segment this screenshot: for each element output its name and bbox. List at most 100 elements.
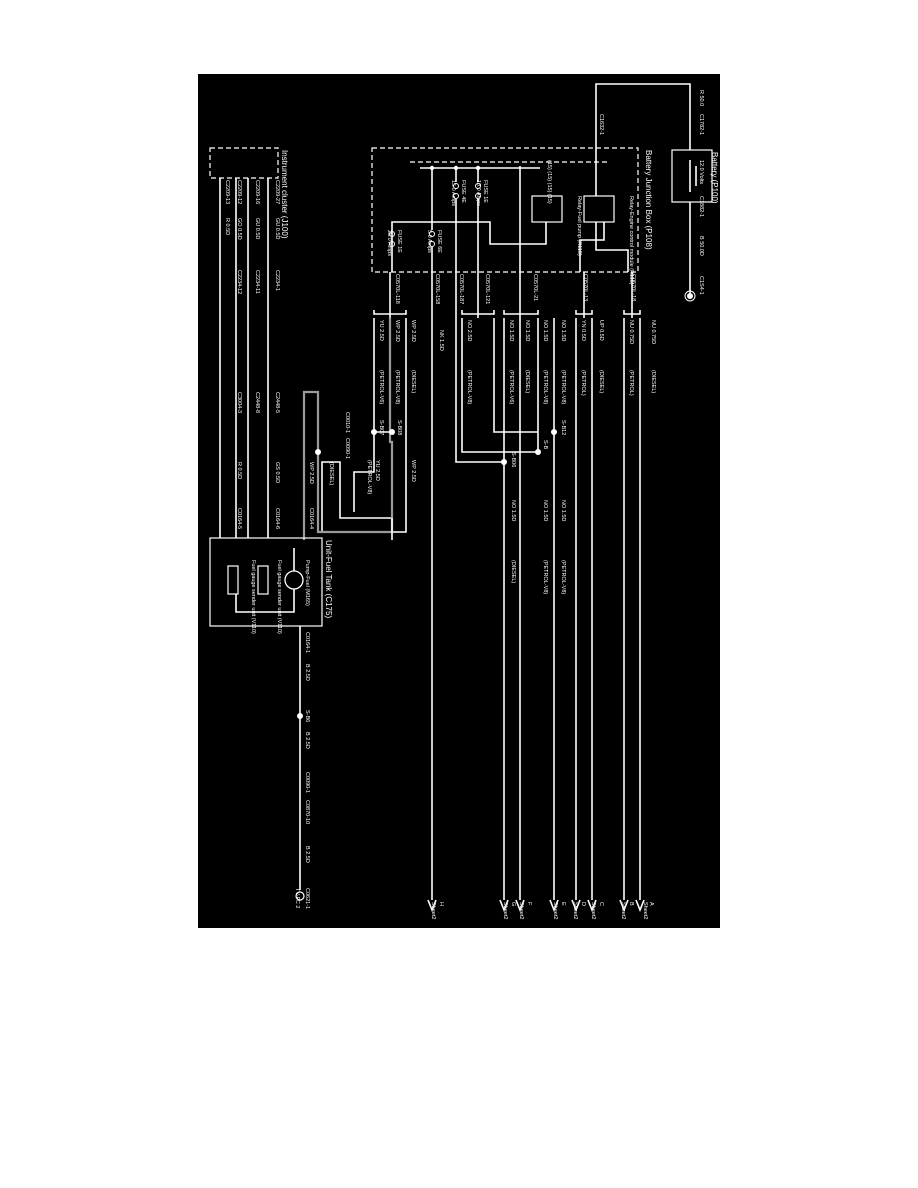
fuse-icon: FUSE 6E 5.0 Amps (426, 168, 442, 272)
ground-icon (295, 891, 305, 901)
svg-text:Pump-Fuel (M165): Pump-Fuel (M165) (304, 560, 310, 606)
svg-text:(PETROL-V8): (PETROL-V8) (560, 370, 566, 404)
svg-text:Sheet2: Sheet2 (518, 902, 524, 919)
svg-text:(PETROL-V8): (PETROL-V8) (560, 560, 566, 594)
svg-text:Sheet2: Sheet2 (572, 902, 578, 919)
svg-text:WP 2.5D: WP 2.5D (410, 320, 416, 342)
svg-text:C2448-5: C2448-5 (274, 392, 280, 413)
svg-text:B 2.5D: B 2.5D (304, 732, 310, 749)
svg-text:NU 0.75D: NU 0.75D (628, 320, 634, 344)
svg-text:C0621-1: C0621-1 (304, 888, 310, 909)
svg-text:R 0.5D: R 0.5D (224, 218, 230, 235)
svg-text:GO 0.5D: GO 0.5D (236, 218, 242, 240)
svg-text:Sheet2: Sheet2 (642, 902, 648, 919)
splice-label: S-B12 (560, 420, 566, 435)
ground-chain: C0164-1 B 2.5D S-B6 B 2.5D C0090-1 C0870… (294, 632, 310, 909)
svg-text:E: E (560, 902, 566, 906)
svg-text:(PETROL-V6): (PETROL-V6) (508, 370, 514, 404)
svg-text:Fuel gauge sender unit (V110): Fuel gauge sender unit (V110) (250, 560, 256, 634)
svg-text:C0870-10: C0870-10 (304, 800, 310, 824)
tank-label: Unit-Fuel Tank (C175) (324, 540, 333, 618)
svg-text:NO 1.5D: NO 1.5D (524, 320, 530, 341)
instrument-cluster: Instrument cluster (J100) C2209-27 C2209… (209, 147, 314, 538)
svg-text:5.0 Amps: 5.0 Amps (426, 230, 432, 253)
svg-text:NO 1.5D: NO 1.5D (560, 500, 566, 521)
bjb-connector: C0570L-187 (458, 274, 464, 304)
top-label: C1882-1 (698, 196, 704, 217)
svg-text:(DIESEL): (DIESEL) (328, 462, 334, 485)
svg-text:C2448-8: C2448-8 (254, 392, 260, 413)
svg-text:FUSE 6E: FUSE 6E (436, 230, 442, 253)
top-label: B 50.0D (698, 236, 704, 256)
mid-connector: C0090-1 (344, 438, 350, 459)
svg-text:C2209-12: C2209-12 (236, 180, 242, 204)
svg-text:NO 1.5D: NO 1.5D (510, 500, 516, 521)
sender-resistor-icon (257, 565, 269, 595)
svg-text:(DIESEL): (DIESEL) (510, 560, 516, 583)
svg-text:A: A (648, 902, 654, 906)
top-label: R 50.0 (698, 90, 704, 106)
svg-text:C2234-12: C2234-12 (236, 270, 242, 294)
svg-text:(PETROL-V8): (PETROL-V8) (542, 370, 548, 404)
svg-text:GS 0.5D: GS 0.5D (274, 462, 280, 483)
svg-text:FUSE 1E: FUSE 1E (482, 180, 488, 203)
svg-text:(PETROL): (PETROL) (628, 370, 634, 396)
splice-label: S-B06 (510, 452, 516, 467)
svg-text:Sheet2: Sheet2 (502, 902, 508, 919)
bjb-connector: C0570L-18 (630, 274, 636, 301)
svg-text:(DIESEL): (DIESEL) (598, 370, 604, 393)
svg-text:25.0 Amps: 25.0 Amps (386, 230, 392, 256)
svg-text:C0164-6: C0164-6 (274, 508, 280, 529)
fuse-icon: FUSE 1E 25.0 Amps (386, 230, 402, 256)
relay-pcm-label: Relay-Engine control module (R116) (628, 196, 634, 285)
splice-dot (501, 459, 507, 465)
svg-text:B: B (628, 902, 634, 906)
svg-text:H: H (438, 902, 444, 906)
svg-text:10.0 Amps: 10.0 Amps (475, 180, 481, 206)
svg-text:D: D (580, 902, 586, 906)
relay-fp-label: Relay-Fuel pump (R110) (576, 196, 582, 256)
mid-connector: C0010-1 (344, 412, 350, 433)
fuse-icon: FUSE 1E 10.0 Amps (475, 168, 488, 272)
ground-label: TV-FC 2 (294, 888, 300, 908)
svg-text:NO 1.5D: NO 1.5D (560, 320, 566, 341)
cluster-label: Instrument cluster (J100) (280, 150, 289, 239)
svg-text:WP 2.5D: WP 2.5D (410, 460, 416, 482)
splice-label: S-B08 (396, 420, 402, 435)
splice-dot (389, 429, 395, 435)
svg-text:NO 1.5D: NO 1.5D (542, 500, 548, 521)
svg-text:R 0.5D: R 0.5D (236, 462, 242, 479)
svg-text:YN 0.5D: YN 0.5D (580, 320, 586, 341)
svg-text:WP 2.5D: WP 2.5D (394, 320, 400, 342)
splice-dot (551, 429, 557, 435)
svg-text:15.0 Amps: 15.0 Amps (450, 180, 456, 206)
svg-text:C2209-13: C2209-13 (224, 180, 230, 204)
svg-text:Fuel gauge sender unit (V110): Fuel gauge sender unit (V110) (276, 560, 282, 634)
svg-text:GU 0.5D: GU 0.5D (254, 218, 260, 239)
svg-text:GU 0.5D: GU 0.5D (274, 218, 280, 239)
diagram-panel (198, 74, 720, 928)
svg-text:C0164-1: C0164-1 (304, 632, 310, 653)
splice-dot (535, 449, 541, 455)
svg-text:F: F (526, 902, 532, 906)
top-label: C1S4-1 (698, 276, 704, 295)
bjb-connector: C0570L-13 (582, 274, 588, 301)
svg-text:C0164-4: C0164-4 (308, 508, 314, 529)
svg-text:C2209-16: C2209-16 (254, 180, 260, 204)
svg-text:(DIESEL): (DIESEL) (650, 370, 656, 393)
svg-text:C0090-1: C0090-1 (304, 772, 310, 793)
battery: Battery (P100) 12.0 Volts (671, 149, 719, 204)
fuse-icon: FUSE 4E 15.0 Amps (450, 168, 466, 272)
svg-text:B 2.5D: B 2.5D (304, 846, 310, 863)
dashed-note: (15) (15) (15) (15) (546, 160, 552, 204)
splice-label: S-B07 (378, 420, 384, 435)
svg-text:NO 2.5D: NO 2.5D (466, 320, 472, 341)
svg-text:C2234-1: C2234-1 (274, 270, 280, 291)
sheet-refs: A Sheet2 B Sheet2 C Sheet2 D Sheet2 E Sh… (427, 899, 654, 919)
sender-resistor-icon (227, 565, 239, 595)
svg-text:C0164-5: C0164-5 (236, 508, 242, 529)
svg-text:G: G (510, 902, 516, 906)
battery-label: Battery (P100) (710, 152, 719, 204)
top-label: C1782-1 (698, 114, 704, 135)
svg-text:UP 0.5D: UP 0.5D (598, 320, 604, 341)
